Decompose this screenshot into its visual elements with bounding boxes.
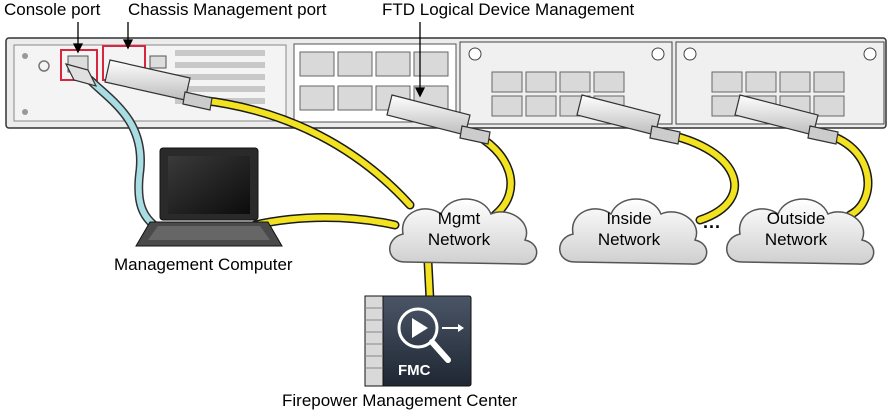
management-computer-label: Management Computer [114, 255, 293, 274]
cloud-mgmt [389, 198, 538, 265]
laptop-icon [135, 147, 283, 247]
cloud-inside-label: Inside Network [574, 208, 684, 250]
cloud-mgmt-label: Mgmt Network [404, 208, 514, 250]
fmc-appliance-icon [364, 295, 472, 387]
cloud-outside-label: Outside Network [741, 208, 851, 250]
fmc-badge-text: FMC [398, 362, 431, 379]
chassis-management-port-label: Chassis Management port [128, 0, 327, 19]
yellow-cables [195, 95, 873, 305]
cloud-outside-line2: Network [764, 230, 828, 249]
sfp-inside [576, 94, 681, 145]
cloud-inside [559, 198, 708, 265]
cloud-outside [726, 198, 875, 265]
console-connector [64, 63, 98, 87]
cloud-inside-line2: Network [597, 230, 661, 249]
cloud-mgmt-line1: Mgmt [437, 209, 481, 228]
sfp-ftd-mgmt [386, 94, 491, 145]
ftd-logical-device-management-label: FTD Logical Device Management [382, 0, 635, 19]
cloud-mgmt-line2: Network [427, 230, 491, 249]
sfp-outside [734, 94, 839, 145]
sfp-chassis-mgmt [104, 59, 213, 111]
firepower-management-center-label: Firepower Management Center [282, 391, 518, 410]
sfp-transceivers [64, 59, 839, 145]
cloud-inside-line1: Inside [606, 209, 652, 228]
callout-arrows [72, 22, 426, 98]
console-cable [85, 75, 170, 237]
cloud-outside-line1: Outside [766, 209, 826, 228]
console-port-label: Console port [4, 0, 101, 19]
ellipsis-marker: ... [703, 212, 722, 232]
